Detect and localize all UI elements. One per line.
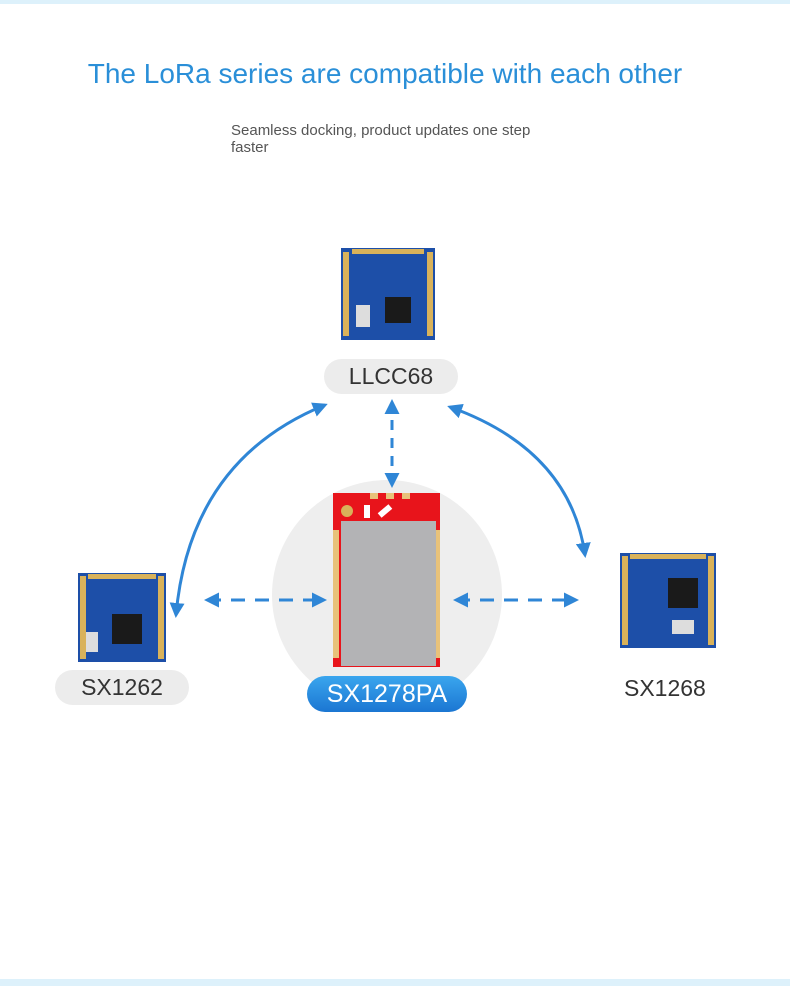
module-label-sx1262: SX1262 — [55, 670, 189, 705]
curved-arrow-left — [169, 402, 328, 618]
page-title: The LoRa series are compatible with each… — [87, 58, 683, 89]
top-band — [0, 0, 790, 4]
curved-arrow-right — [447, 403, 591, 558]
sx1268-module-image — [620, 553, 716, 648]
bottom-band — [0, 979, 790, 986]
module-label-llcc68: LLCC68 — [324, 359, 458, 394]
page-subtitle: Seamless docking, product updates one st… — [231, 122, 531, 156]
llcc68-module-image — [341, 248, 435, 340]
module-label-sx1268: SX1268 — [624, 675, 706, 701]
sx1262-module-image — [78, 573, 166, 662]
module-label-sx1278pa: SX1278PA — [307, 676, 467, 712]
sx1278pa-module-image — [333, 493, 440, 667]
